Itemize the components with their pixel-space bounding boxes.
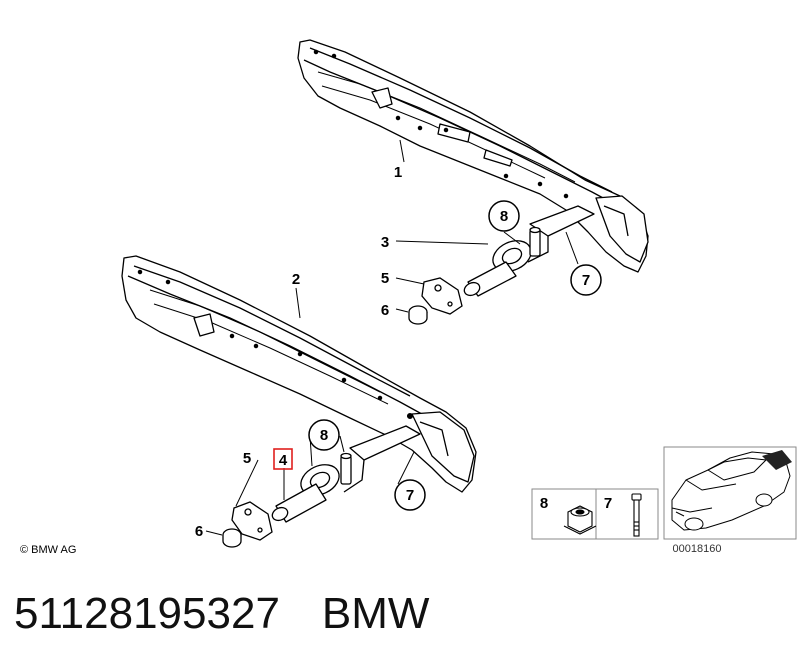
- lower-cap: [222, 528, 242, 548]
- bolt-icon: [631, 493, 642, 537]
- fastener-legend: 8 7: [531, 488, 659, 540]
- part-number: 51128195327: [14, 589, 280, 638]
- copyright-text: © BMW AG: [20, 544, 76, 556]
- leader-lines: [205, 139, 579, 536]
- lower-washer-plate: [231, 501, 273, 541]
- callout-7-lower: 7: [406, 487, 414, 504]
- upper-washer-plate: [421, 277, 463, 315]
- callout-6-lower: 6: [195, 523, 203, 540]
- callout-5-upper: 5: [381, 270, 389, 287]
- callout-8-upper-circle: [488, 200, 520, 232]
- callout-4: 4: [279, 452, 288, 469]
- upper-impact-absorber: [463, 205, 595, 297]
- callout-8-lower: 8: [320, 427, 328, 444]
- callout-6-upper: 6: [381, 302, 389, 319]
- callout-5-lower: 5: [243, 450, 251, 467]
- callouts: 1 2 3 5 6 8 7 5 6 4 8 7: [195, 164, 602, 540]
- legend-label-8: 8: [540, 495, 548, 512]
- callout-8-upper: 8: [500, 208, 508, 225]
- nut-icon: [563, 505, 597, 535]
- lower-impact-absorber: [271, 425, 421, 523]
- callout-4-highlight-box: [273, 448, 293, 470]
- brand-name: BMW: [321, 589, 430, 638]
- vehicle-location-inset: [663, 446, 797, 540]
- upper-cap: [408, 305, 428, 325]
- legend-label-7: 7: [604, 495, 612, 512]
- image-number: 00018160: [673, 543, 722, 555]
- rear-bumper-highlight: [762, 450, 792, 470]
- callout-2: 2: [292, 271, 300, 288]
- callout-7-upper: 7: [582, 272, 590, 289]
- part-number-footer: 51128195327 BMW: [14, 584, 429, 644]
- upper-bumper-carrier: [297, 39, 649, 273]
- callout-8-lower-circle: [308, 419, 340, 451]
- callout-7-lower-circle: [394, 479, 426, 511]
- callout-3: 3: [381, 234, 389, 251]
- callout-1: 1: [394, 164, 402, 181]
- callout-7-upper-circle: [570, 264, 602, 296]
